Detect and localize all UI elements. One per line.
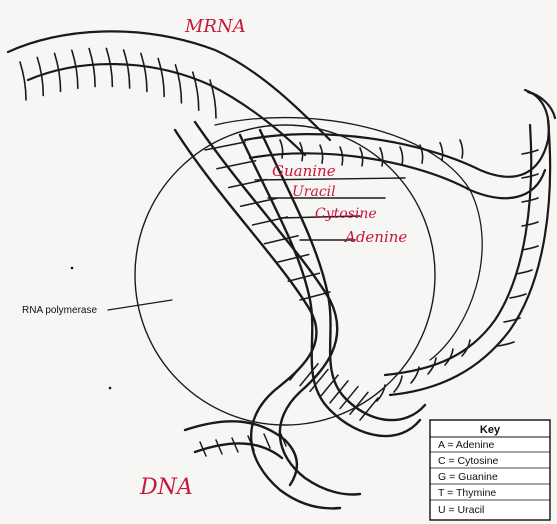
mrna-bases: [20, 48, 216, 118]
dna-base-pair-rung: [229, 180, 267, 188]
key-entry: C = Cytosine: [438, 455, 499, 467]
dna-base-pair-rung: [340, 387, 358, 409]
mrna-base-tooth: [522, 222, 538, 226]
key-entry: G = Guanine: [438, 471, 498, 483]
key-title: Key: [480, 424, 501, 436]
handwritten-base-label: Guanine: [272, 162, 336, 180]
dna-label: DNA: [139, 475, 193, 500]
mrna-base-tooth: [106, 48, 112, 86]
dna-base-pair-rung: [290, 358, 308, 380]
mrna-base-tooth: [522, 150, 538, 154]
dna-base-pair-rung: [232, 438, 238, 452]
dot: [71, 267, 74, 270]
key-entry: U = Uracil: [438, 504, 484, 516]
dna-base-pair-rung: [264, 434, 270, 448]
mrna-base-tooth: [460, 140, 463, 158]
dot: [109, 387, 112, 390]
mrna-base-tooth: [72, 50, 78, 88]
mrna-base-tooth: [394, 376, 402, 392]
rna-polymerase-label: RNA polymerase: [22, 305, 97, 316]
dna-base-pair-rung: [300, 292, 330, 300]
mrna-base-tooth: [510, 294, 526, 298]
handwritten-base-label: Uracil: [292, 184, 336, 200]
handwritten-base-label: Adenine: [343, 228, 407, 246]
dna-base-pair-rung: [264, 236, 298, 244]
mrna-strand: [8, 31, 555, 401]
mrna-base-tooth: [55, 53, 61, 91]
mrna-base-tooth: [89, 49, 95, 87]
key-box: Key A = Adenine C = Cytosine G = Guanine…: [430, 420, 550, 520]
mrna-base-tooth: [280, 140, 283, 158]
rna-polymerase-pointer: [108, 300, 172, 310]
mrna-label: MRNA: [184, 16, 246, 37]
key-entry: T = Thymine: [438, 487, 496, 499]
mrna-base-tooth: [20, 62, 26, 100]
mrna-base-tooth: [380, 148, 383, 166]
key-entry: A = Adenine: [438, 439, 495, 451]
mrna-base-tooth: [124, 50, 130, 88]
handwritten-base-label: Cytosine: [315, 206, 377, 222]
mrna-base-tooth: [158, 58, 164, 96]
mrna-base-tooth: [141, 53, 147, 91]
mrna-base-tooth: [175, 65, 181, 103]
mrna-base-tooth: [400, 147, 403, 165]
mrna-base-tooth: [440, 143, 443, 161]
mrna-base-tooth: [522, 246, 538, 250]
mrna-base-tooth: [193, 72, 199, 110]
